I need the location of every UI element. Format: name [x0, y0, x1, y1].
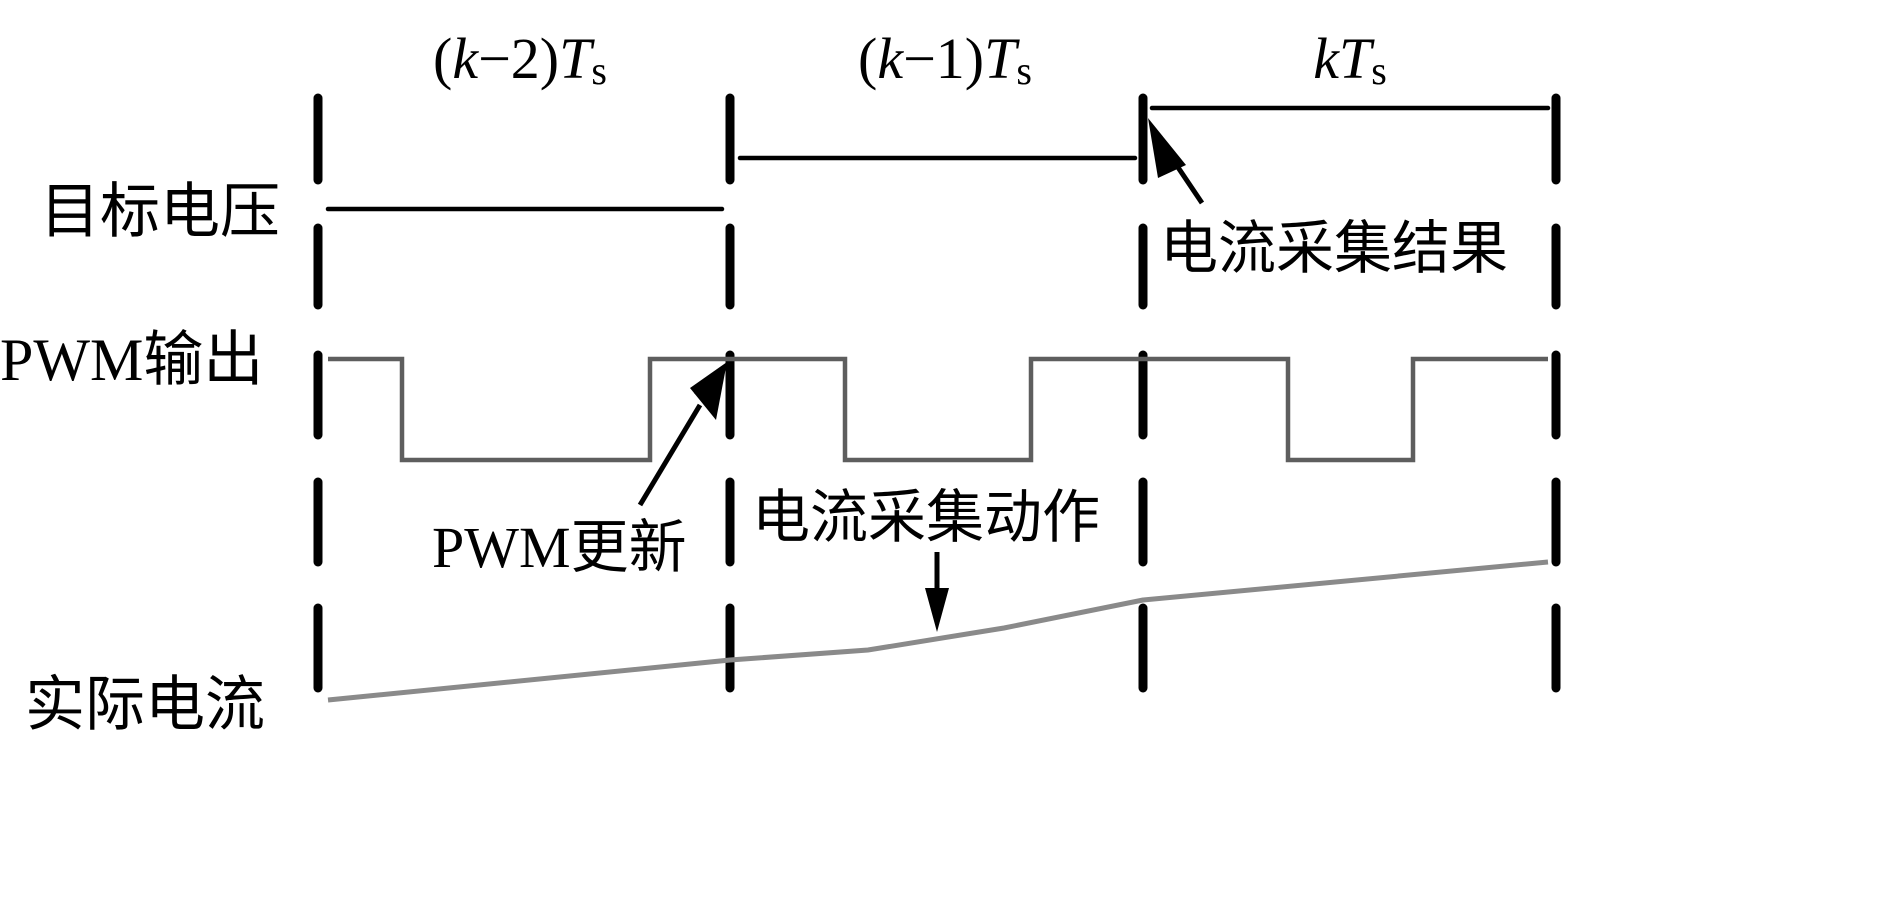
- row-label-target-voltage: 目标电压: [40, 177, 280, 247]
- current-sample-action-arrow: [925, 552, 949, 632]
- period-label-k-minus-2: (k−2)Ts: [433, 26, 607, 93]
- period-label-k-minus-1: (k−1)Ts: [858, 26, 1032, 93]
- pwm-update-label: PWM更新: [432, 515, 687, 580]
- period-boundaries: [313, 93, 1561, 693]
- pwm-waveform: [328, 356, 1548, 463]
- current-sample-action-label: 电流采集动作: [752, 483, 1100, 551]
- pwm-update-arrow: [637, 362, 727, 507]
- row-label-pwm-output: PWM输出: [0, 327, 263, 393]
- current-sample-result-arrow: [1148, 118, 1205, 205]
- period-label-k: kTs: [1313, 26, 1387, 93]
- actual-current-waveform: [327, 559, 1549, 703]
- current-sample-result-label: 电流采集结果: [1160, 214, 1508, 282]
- row-label-actual-current: 实际电流: [25, 670, 265, 740]
